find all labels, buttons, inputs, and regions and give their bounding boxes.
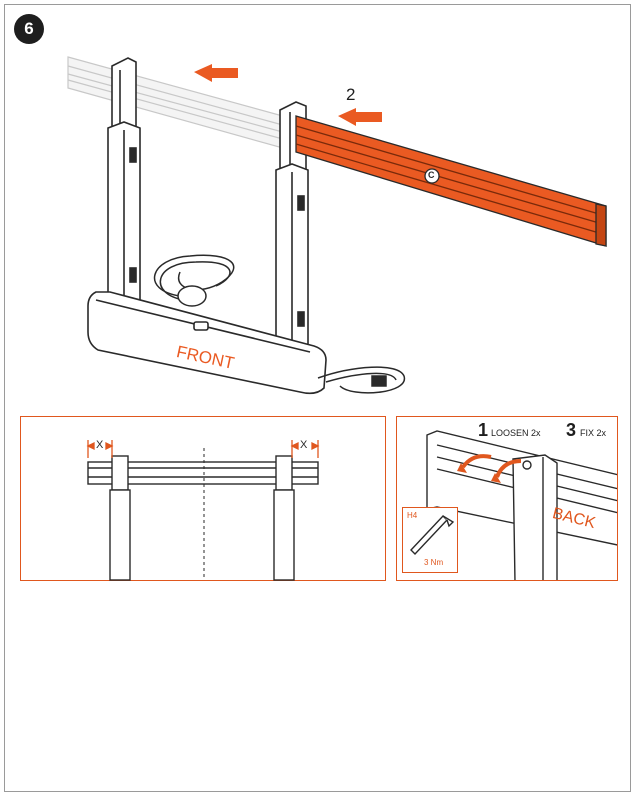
tool-size-label: H4 [407,511,418,520]
step3-number: 3 [566,420,577,440]
fixing-detail-panel [396,416,618,581]
fixing-detail-drawing [426,430,617,580]
allen-key-tool-box [402,507,458,573]
gap-label-right: X [300,439,308,451]
power-cable [153,254,405,394]
step3-text: FIX 2x [580,428,607,438]
beam-badge-label: C [428,170,435,180]
alignment-detail-panel [20,416,386,581]
arrow-step-number: 2 [346,85,356,104]
allen-key-icon [410,514,455,556]
gap-label-left: X [96,439,104,451]
torque-label: 3 Nm [424,558,444,567]
step-number-badge: 6 [14,14,44,44]
page-frame [4,4,631,792]
orange-crossbeam [295,115,607,247]
step1-text: LOOSEN 2x [491,428,541,438]
main-assembly-illustration [67,56,607,395]
slide-arrow-upper [194,64,238,82]
left-column [107,57,141,313]
slide-arrow-lower [338,108,382,126]
base-foot [87,291,327,395]
step1-number: 1 [478,420,489,440]
